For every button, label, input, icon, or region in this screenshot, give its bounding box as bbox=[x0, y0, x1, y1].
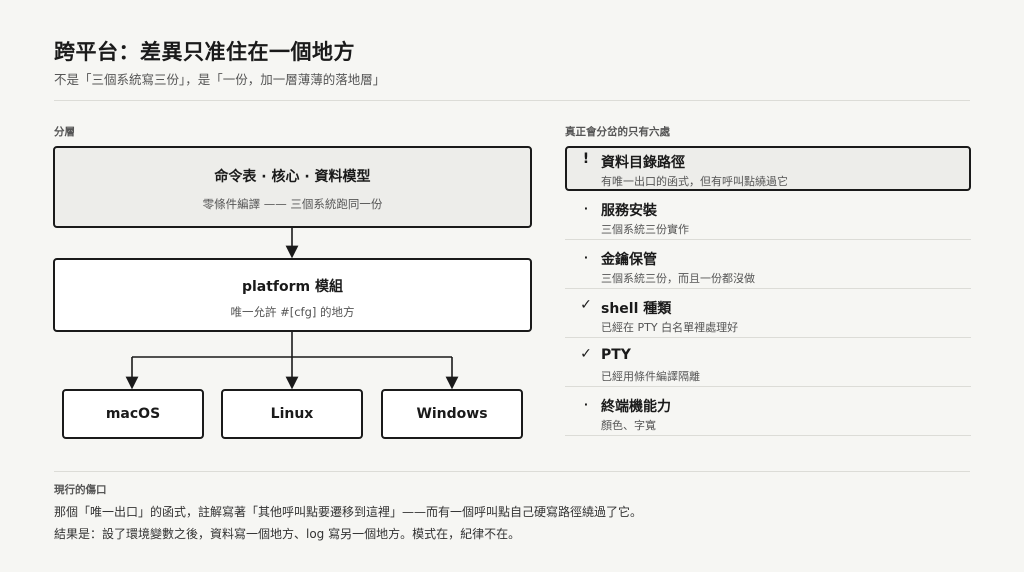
list-item-pty: ✓ PTY 已經用條件編譯隔離 bbox=[565, 341, 971, 387]
list-item-subtitle: 顏色、字寬 bbox=[601, 419, 656, 432]
layers-label: 分層 bbox=[54, 126, 75, 138]
footer-line-2: 結果是：設了環境變數之後，資料寫一個地方、log 寫另一個地方。模式在，紀律不在… bbox=[54, 527, 521, 541]
footer-divider bbox=[54, 471, 970, 472]
bullet-icon: · bbox=[583, 251, 589, 264]
footer-label: 現行的傷口 bbox=[54, 484, 107, 496]
list-item-shell-type: ✓ shell 種類 已經在 PTY 白名單裡處理好 bbox=[565, 292, 971, 338]
list-item-key-storage: · 金鑰保管 三個系統三份，而且一份都沒做 bbox=[565, 243, 971, 289]
bullet-icon: · bbox=[583, 398, 589, 411]
list-item-title: PTY bbox=[601, 347, 631, 363]
list-item-title: 金鑰保管 bbox=[601, 252, 657, 268]
list-item-terminal-caps: · 終端機能力 顏色、字寬 bbox=[565, 390, 971, 436]
list-item-subtitle: 已經在 PTY 白名單裡處理好 bbox=[601, 321, 739, 334]
windows-box: Windows bbox=[381, 389, 523, 439]
list-item-title: shell 種類 bbox=[601, 301, 672, 317]
warning-icon: ! bbox=[582, 151, 590, 167]
core-layer-title: 命令表 · 核心 · 資料模型 bbox=[214, 169, 371, 185]
checkmark-icon: ✓ bbox=[580, 346, 592, 362]
platform-module-box: platform 模組 唯一允許 #[cfg] 的地方 bbox=[53, 258, 532, 332]
list-item-service-install: · 服務安裝 三個系統三份實作 bbox=[565, 194, 971, 240]
core-layer-box: 命令表 · 核心 · 資料模型 零條件編譯 —— 三個系統跑同一份 bbox=[53, 146, 532, 228]
bullet-icon: · bbox=[583, 202, 589, 215]
list-item-subtitle: 有唯一出口的函式，但有呼叫點繞過它 bbox=[601, 175, 788, 188]
header-divider bbox=[54, 100, 970, 101]
page-title: 跨平台：差異只准住在一個地方 bbox=[54, 40, 355, 64]
footer-line-1: 那個「唯一出口」的函式，註解寫著「其他呼叫點要遷移到這裡」——而有一個呼叫點自己… bbox=[54, 505, 643, 519]
macos-box: macOS bbox=[62, 389, 204, 439]
list-item-title: 終端機能力 bbox=[601, 399, 671, 415]
linux-box: Linux bbox=[221, 389, 363, 439]
differences-label: 真正會分岔的只有六處 bbox=[565, 126, 670, 138]
list-item-subtitle: 已經用條件編譯隔離 bbox=[601, 370, 700, 383]
page-subtitle: 不是「三個系統寫三份」，是「一份，加一層薄薄的落地層」 bbox=[54, 72, 386, 87]
platform-module-title: platform 模組 bbox=[241, 279, 344, 295]
platform-module-subtitle: 唯一允許 #[cfg] 的地方 bbox=[230, 305, 355, 319]
diagram-connectors bbox=[125, 228, 459, 390]
list-item-subtitle: 三個系統三份實作 bbox=[601, 223, 689, 236]
list-item-data-dir: ! 資料目錄路徑 有唯一出口的函式，但有呼叫點繞過它 bbox=[565, 146, 971, 191]
list-item-title: 服務安裝 bbox=[601, 203, 657, 219]
core-layer-subtitle: 零條件編譯 —— 三個系統跑同一份 bbox=[202, 197, 383, 211]
checkmark-icon: ✓ bbox=[580, 297, 592, 313]
list-item-subtitle: 三個系統三份，而且一份都沒做 bbox=[601, 272, 755, 285]
differences-list: ! 資料目錄路徑 有唯一出口的函式，但有呼叫點繞過它 · 服務安裝 三個系統三份… bbox=[565, 146, 971, 439]
list-item-title: 資料目錄路徑 bbox=[601, 155, 685, 171]
